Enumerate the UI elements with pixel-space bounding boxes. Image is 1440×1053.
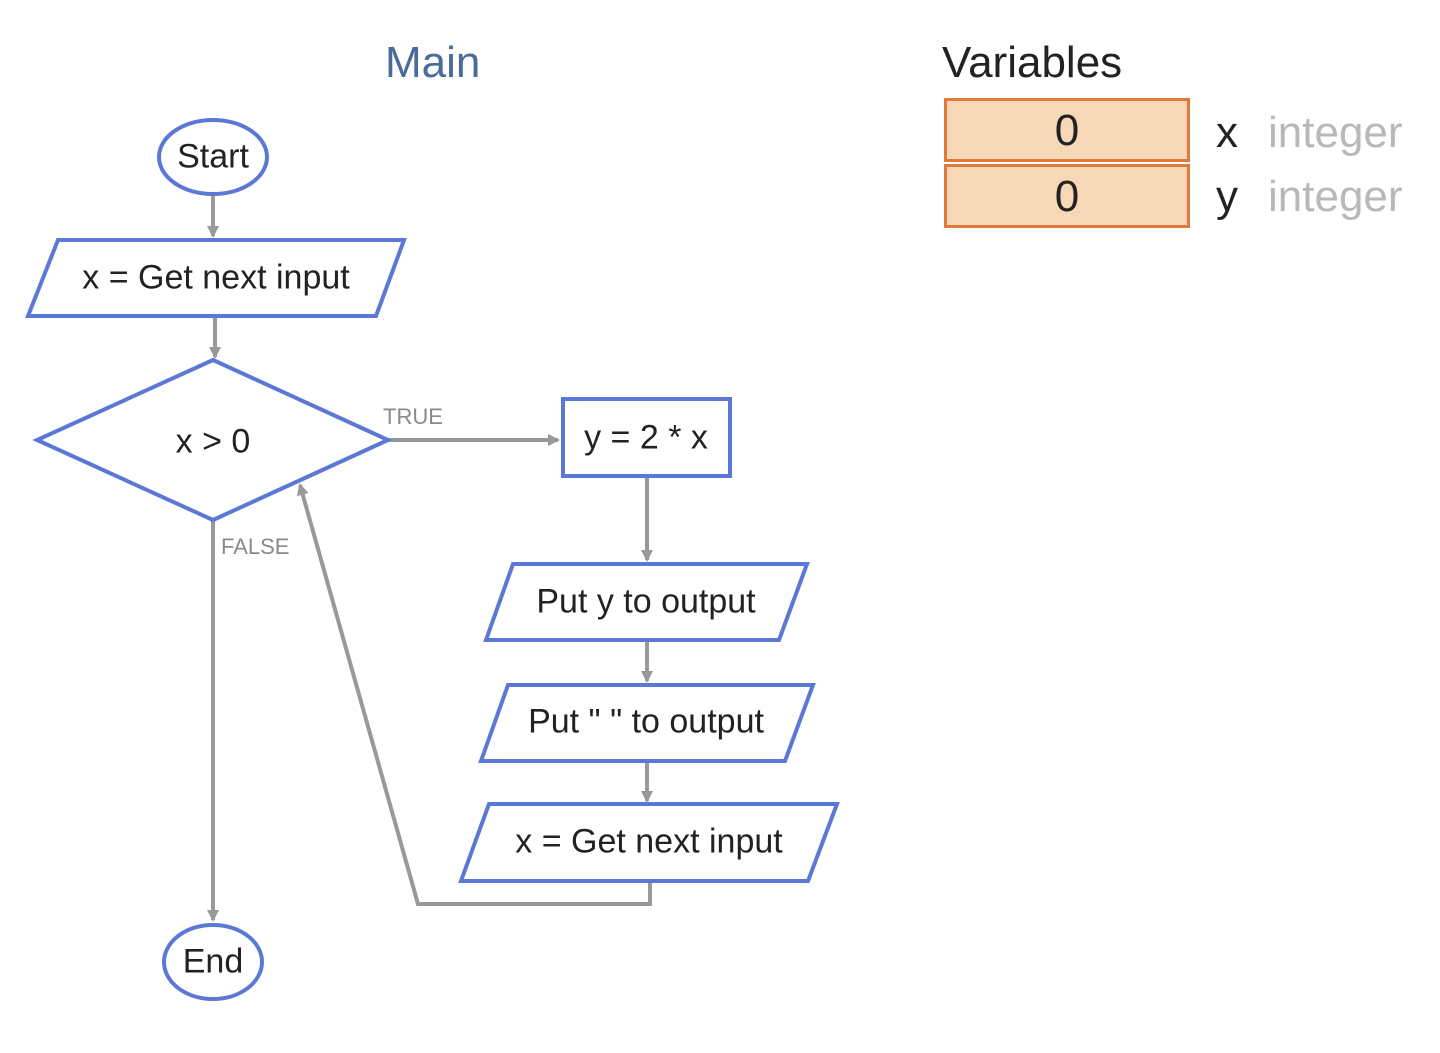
end-label: End bbox=[182, 942, 244, 981]
input-node[interactable] bbox=[25, 238, 407, 318]
variable-x-name: x bbox=[1216, 108, 1238, 157]
assign-node[interactable] bbox=[561, 397, 732, 478]
decision-label: x > 0 bbox=[175, 422, 251, 461]
put-space-label: Put " " to output bbox=[528, 702, 764, 741]
flowchart-title: Main bbox=[385, 38, 481, 87]
variable-y-value[interactable]: 0 bbox=[944, 164, 1190, 228]
put-y-label: Put y to output bbox=[536, 582, 756, 621]
decision-node[interactable] bbox=[32, 357, 393, 523]
false-edge-label: FALSE bbox=[221, 534, 290, 559]
edge-loop-back bbox=[296, 483, 652, 906]
variable-x-value[interactable]: 0 bbox=[944, 98, 1190, 162]
input2-label: x = Get next input bbox=[515, 822, 783, 861]
input2-node[interactable] bbox=[458, 802, 840, 883]
true-edge-label: TRUE bbox=[383, 404, 443, 429]
start-node[interactable] bbox=[157, 118, 269, 196]
variables-title: Variables bbox=[942, 38, 1123, 87]
start-label: Start bbox=[177, 137, 249, 176]
input-label: x = Get next input bbox=[82, 258, 350, 297]
put-space-node[interactable] bbox=[478, 683, 816, 763]
put-y-node[interactable] bbox=[483, 562, 810, 642]
assign-label: y = 2 * x bbox=[584, 418, 708, 457]
variable-x-type: integer bbox=[1268, 108, 1403, 157]
end-node[interactable] bbox=[162, 923, 264, 1001]
variable-y-type: integer bbox=[1268, 172, 1403, 221]
variable-y-name: y bbox=[1216, 172, 1238, 221]
